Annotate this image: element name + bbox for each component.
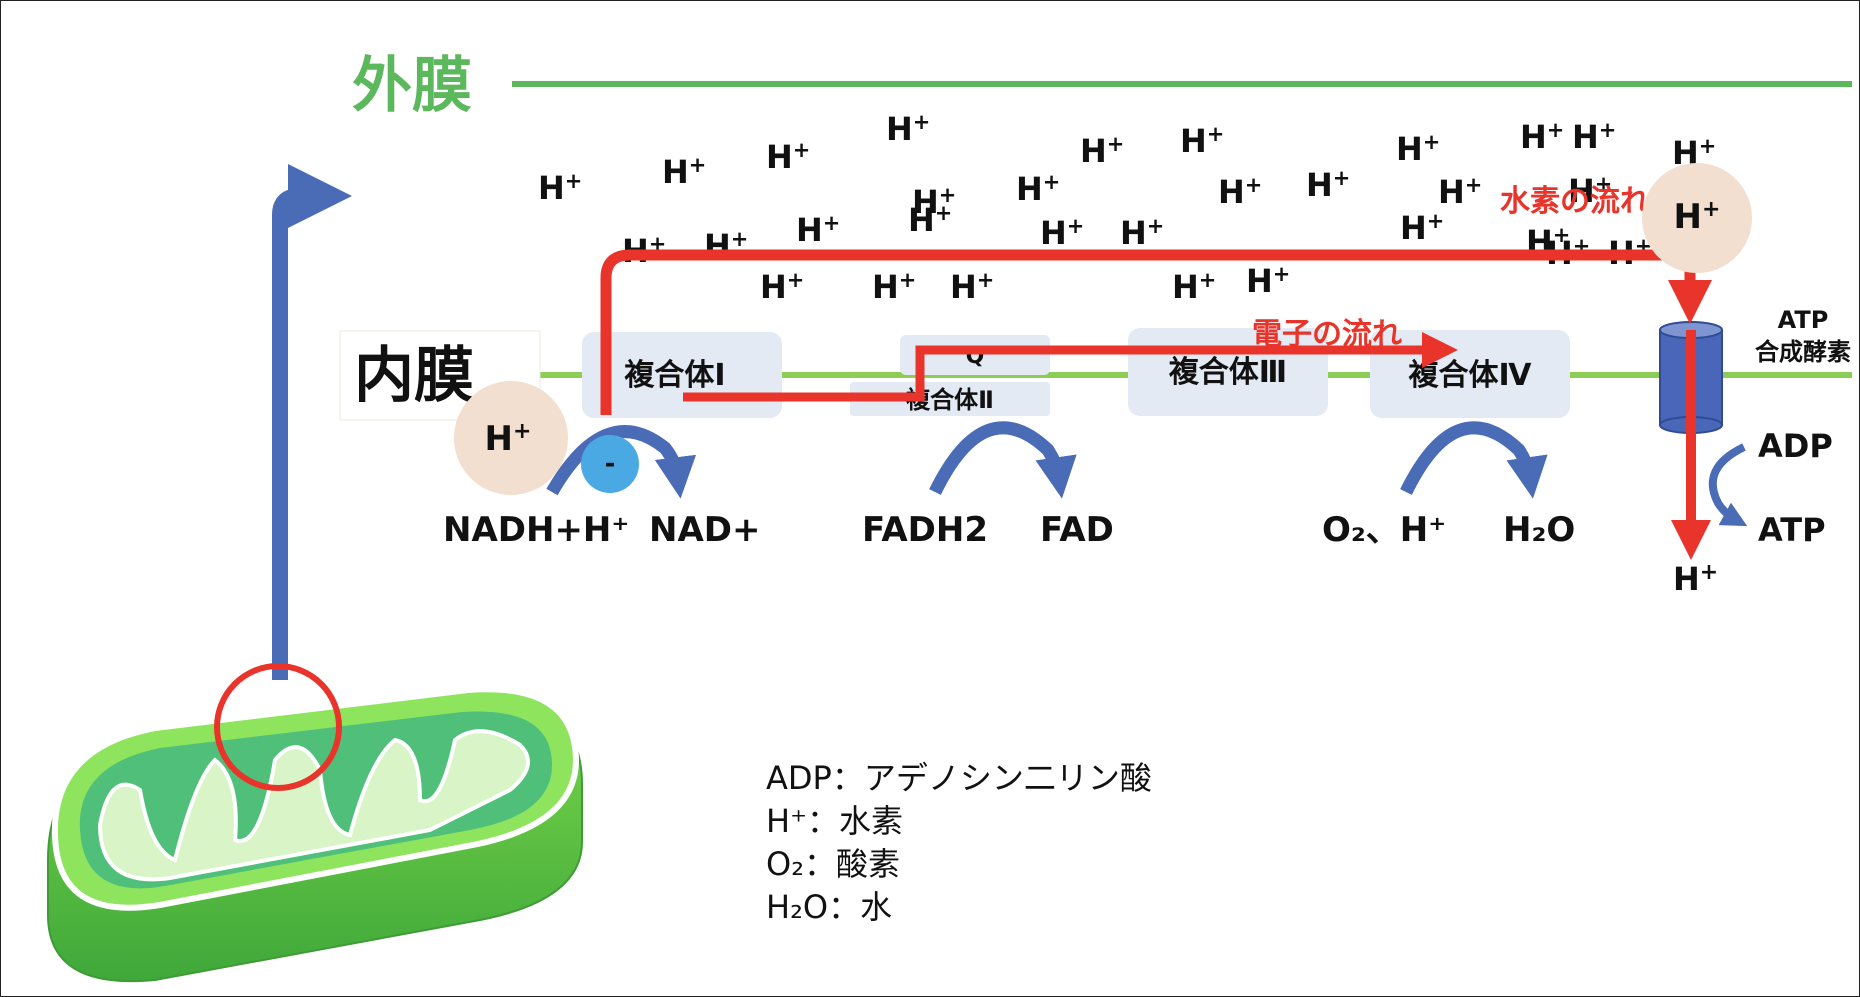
proton-below-synthase: H+	[1673, 560, 1718, 598]
electron-circle	[581, 435, 639, 493]
legend-item: H₂O：水	[766, 888, 892, 926]
complex-2-box	[850, 382, 1050, 416]
proton-label: H+	[760, 268, 804, 306]
complex-1-label: 複合体Ⅰ	[624, 358, 725, 393]
proton-label: H+	[912, 183, 956, 221]
electron-flow-arrow	[683, 332, 1458, 402]
proton-label: H+	[1172, 268, 1216, 306]
atp-synthase-label-line1: ATP	[1778, 306, 1829, 334]
proton-label: H+	[662, 153, 706, 191]
proton-label: H+	[1120, 214, 1164, 252]
fadh-curve-arrow	[929, 421, 1077, 499]
proton-label: H+	[1040, 214, 1084, 252]
zoom-connector-arrow	[272, 164, 352, 680]
proton-label: H+	[1396, 130, 1440, 168]
adp-atp-curve-arrow	[1708, 443, 1748, 527]
legend-item: O₂：酸素	[766, 845, 900, 883]
hydrogen-flow-label: 水素の流れ	[1500, 184, 1650, 219]
proton-label: H+	[1180, 122, 1224, 160]
proton-label: H+	[950, 268, 994, 306]
inner-membrane-label: 内膜	[354, 341, 474, 411]
legend-item: H⁺：水素	[766, 802, 903, 840]
atp-label: ATP	[1758, 511, 1826, 549]
proton-label: H+	[766, 138, 810, 176]
proton-label: H+	[1568, 172, 1612, 210]
proton-bubble-top-label: H+	[1674, 197, 1721, 237]
proton-bubble-left-label: H+	[485, 419, 532, 459]
complex-4-label: 複合体Ⅳ	[1409, 358, 1532, 393]
fad-label: FAD	[1040, 510, 1114, 550]
nadh-curve-arrow	[546, 425, 697, 499]
q-box	[900, 335, 1050, 375]
adp-label: ADP	[1758, 427, 1833, 465]
proton-label: H+	[538, 169, 582, 207]
proton-label: H+	[1218, 173, 1262, 211]
proton-label: H+	[796, 211, 840, 249]
nad-label: NAD+	[649, 510, 760, 550]
legend-item: ADP：アデノシン二リン酸	[766, 759, 1152, 797]
proton-label: H+	[1080, 132, 1124, 170]
proton-label: H+	[1520, 118, 1564, 156]
proton-label: H+	[1016, 170, 1060, 208]
legend: ADP：アデノシン二リン酸 H⁺：水素 O₂：酸素 H₂O：水	[766, 759, 1152, 926]
proton-label: H+	[1400, 209, 1444, 247]
proton-label: H+	[908, 201, 952, 239]
fadh2-label: FADH2	[862, 510, 988, 550]
proton-layer: H+H+H+H+H+H+H+H+H+H+H+H+H+H+H+H+H+H+H+H+…	[538, 110, 1716, 306]
h2o-label: H₂O	[1503, 510, 1575, 550]
proton-label: H+	[872, 268, 916, 306]
proton-label: H+	[1572, 118, 1616, 156]
atp-synthase-label-line2: 合成酵素	[1755, 338, 1851, 366]
electron-flow-label: 電子の流れ	[1252, 317, 1402, 352]
o2-curve-arrow	[1400, 421, 1548, 499]
nadh-label: NADH+H⁺	[443, 510, 629, 550]
hydrogen-flow-arrow	[600, 249, 1712, 415]
proton-label: H+	[1306, 166, 1350, 204]
proton-label: H+	[886, 110, 930, 148]
proton-label: H+	[1438, 173, 1482, 211]
outer-membrane-label: 外膜	[352, 51, 472, 121]
proton-label: H+	[1246, 262, 1290, 300]
mitochondrion-icon	[47, 663, 583, 983]
electron-sign: -	[605, 449, 616, 479]
o2-h-label: O₂、H⁺	[1322, 510, 1446, 550]
complex-3-label: 複合体Ⅲ	[1169, 355, 1287, 390]
zoom-circle-icon	[214, 663, 342, 791]
proton-bubble-left	[454, 381, 568, 495]
proton-bubble-top	[1642, 163, 1752, 273]
